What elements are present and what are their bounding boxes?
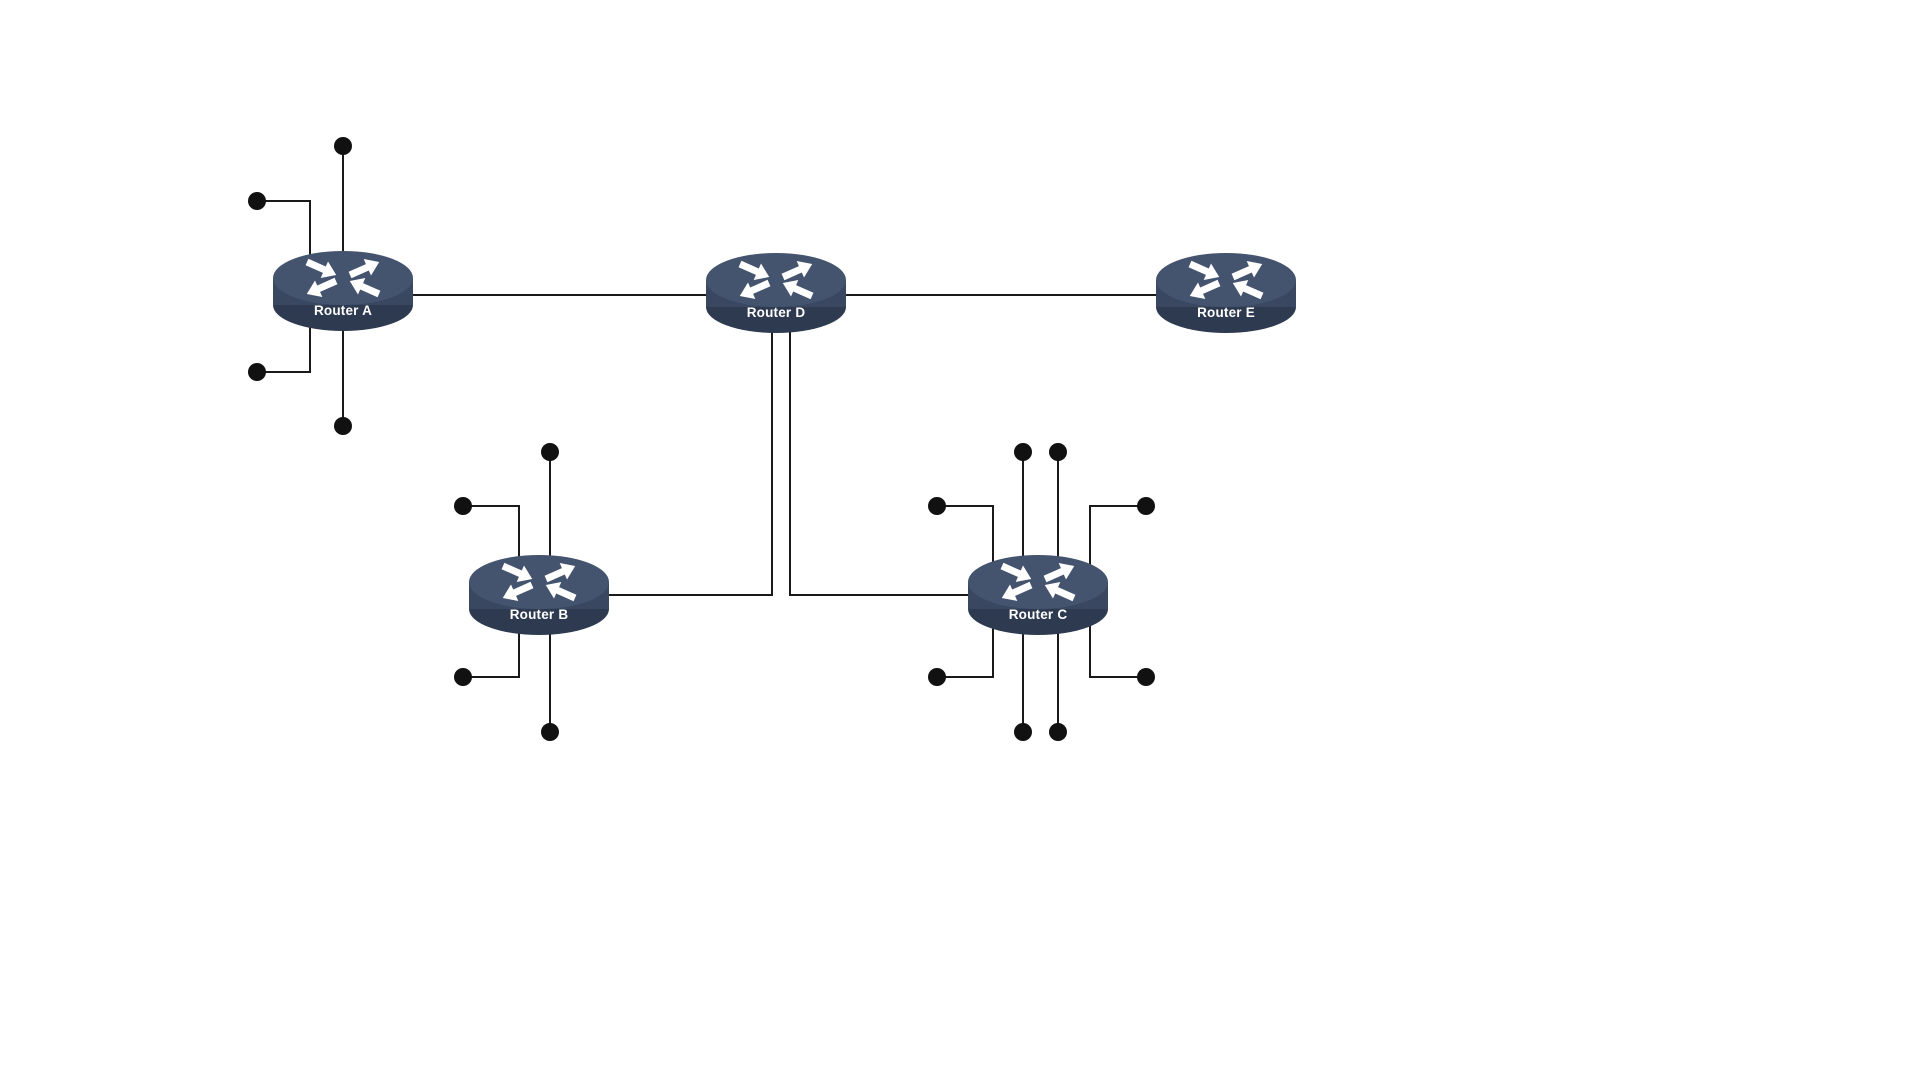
link-d-c [789, 300, 1038, 596]
node-router-b[interactable]: Router B [469, 555, 609, 635]
node-router-a[interactable]: Router A [273, 251, 413, 331]
endpoint-dot-b-s [541, 723, 559, 741]
links-layer [248, 137, 1226, 741]
node-label-router-e: Router E [1197, 305, 1255, 320]
node-router-e[interactable]: Router E [1156, 253, 1296, 333]
endpoint-dot-a-n [334, 137, 352, 155]
endpoint-dot-a-s [334, 417, 352, 435]
router-icon [1156, 253, 1296, 333]
node-label-router-b: Router B [510, 607, 569, 622]
nodes-layer: Router A Router B Router C Router D Router E [273, 251, 1296, 635]
node-label-router-c: Router C [1009, 607, 1068, 622]
router-icon [469, 555, 609, 635]
endpoint-dot-b-nw [454, 497, 472, 515]
link-d-b [539, 300, 773, 596]
endpoint-dot-c-sw [928, 668, 946, 686]
endpoint-dot-a-nw [248, 192, 266, 210]
router-icon [968, 555, 1108, 635]
endpoint-dot-b-sw [454, 668, 472, 686]
endpoint-dot-b-n [541, 443, 559, 461]
endpoint-dot-c-s2 [1049, 723, 1067, 741]
endpoint-dot-c-nw [928, 497, 946, 515]
node-label-router-d: Router D [747, 305, 806, 320]
endpoint-dot-c-se [1137, 668, 1155, 686]
endpoint-dot-a-sw [248, 363, 266, 381]
endpoint-dot-c-n1 [1014, 443, 1032, 461]
endpoint-dot-c-ne [1137, 497, 1155, 515]
router-icon [273, 251, 413, 331]
node-router-d[interactable]: Router D [706, 253, 846, 333]
endpoint-dot-c-n2 [1049, 443, 1067, 461]
node-label-router-a: Router A [314, 303, 372, 318]
router-icon [706, 253, 846, 333]
node-router-c[interactable]: Router C [968, 555, 1108, 635]
endpoint-dot-c-s1 [1014, 723, 1032, 741]
